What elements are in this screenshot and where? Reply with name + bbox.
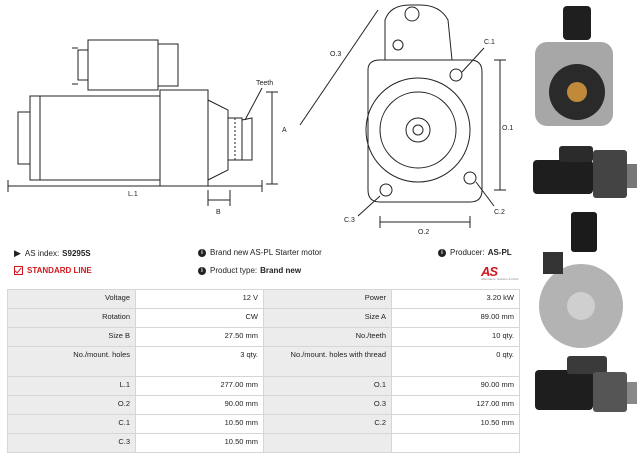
spec-value: 10.50 mm [135, 433, 264, 453]
product-type-value: Brand new [260, 266, 302, 275]
dim-c1-label: C.1 [484, 39, 495, 46]
spec-value: CW [135, 308, 264, 328]
spec-value: 3.20 kW [391, 289, 520, 309]
photo-side-view[interactable] [533, 146, 637, 198]
dim-c3-label: C.3 [344, 217, 355, 224]
spec-label: No./mount. holes with thread [263, 346, 392, 377]
standard-line-label: STANDARD LINE [27, 266, 92, 275]
technical-drawing: Teeth A B L.1 O.3 O.1 O.2 C.1 C.2 C.3 [7, 4, 513, 236]
spec-label: C.3 [7, 433, 136, 453]
photo-rear-view[interactable] [539, 212, 623, 348]
producer-label: Producer: [450, 248, 485, 257]
as-index-label: AS index: [24, 249, 60, 258]
dim-o3-label: O.3 [330, 51, 341, 58]
spec-value: 12 V [135, 289, 264, 309]
as-index-value: S9295S [62, 249, 91, 258]
spec-value [391, 433, 520, 453]
spec-label: No./teeth [263, 327, 392, 347]
dim-c2-label: C.2 [494, 209, 505, 216]
as-pl-logo: AS Alternators, Starters & Parts [481, 263, 521, 281]
spec-label: Rotation [7, 308, 136, 328]
producer-value: AS-PL [487, 248, 512, 257]
info-icon: i [198, 248, 206, 257]
spec-value: 10 qty. [391, 327, 520, 347]
spec-value: 10.50 mm [135, 414, 264, 434]
spec-value: 90.00 mm [391, 376, 520, 396]
spec-label: O.3 [263, 395, 392, 415]
spec-value: 90.00 mm [135, 395, 264, 415]
spec-label: Size B [7, 327, 136, 347]
spec-value: 127.00 mm [391, 395, 520, 415]
dim-l1-label: L.1 [128, 191, 138, 198]
as-index-row: ▶ AS index: S9295S [14, 248, 91, 259]
checkbox-icon [14, 266, 23, 275]
brand-new-row: i Brand new AS-PL Starter motor [198, 248, 322, 257]
info-icon: i [438, 248, 446, 257]
spec-label: O.1 [263, 376, 392, 396]
spec-label [263, 433, 392, 453]
spec-label: Voltage [7, 289, 136, 309]
dim-a-label: A [282, 127, 287, 134]
dim-b-label: B [216, 209, 221, 216]
spec-label: O.2 [7, 395, 136, 415]
spec-label: L.1 [7, 376, 136, 396]
spec-value: 89.00 mm [391, 308, 520, 328]
product-photos [533, 6, 637, 412]
standard-line-row: STANDARD LINE [14, 266, 92, 275]
producer-row: i Producer: AS-PL [438, 248, 512, 257]
product-type-label: Product type: [210, 266, 258, 275]
product-type-row: i Product type: Brand new [198, 266, 301, 275]
tag-icon: ▶ [14, 248, 21, 258]
photo-angle-view[interactable] [535, 356, 637, 412]
spec-label: C.2 [263, 414, 392, 434]
spec-label: Power [263, 289, 392, 309]
spec-label: Size A [263, 308, 392, 328]
photo-front-view[interactable] [535, 6, 613, 126]
spec-value: 10.50 mm [391, 414, 520, 434]
spec-value: 27.50 mm [135, 327, 264, 347]
brand-new-text: Brand new AS-PL Starter motor [210, 248, 322, 257]
teeth-label: Teeth [256, 80, 273, 87]
logo-subtext: Alternators, Starters & Parts [481, 277, 519, 281]
dim-o2-label: O.2 [418, 229, 429, 236]
dim-o1-label: O.1 [502, 125, 513, 132]
info-icon: i [198, 266, 206, 275]
spec-value: 0 qty. [391, 346, 520, 377]
spec-label: C.1 [7, 414, 136, 434]
spec-value: 3 qty. [135, 346, 264, 377]
spec-label: No./mount. holes [7, 346, 136, 377]
spec-value: 277.00 mm [135, 376, 264, 396]
logo-text: AS [481, 264, 498, 279]
